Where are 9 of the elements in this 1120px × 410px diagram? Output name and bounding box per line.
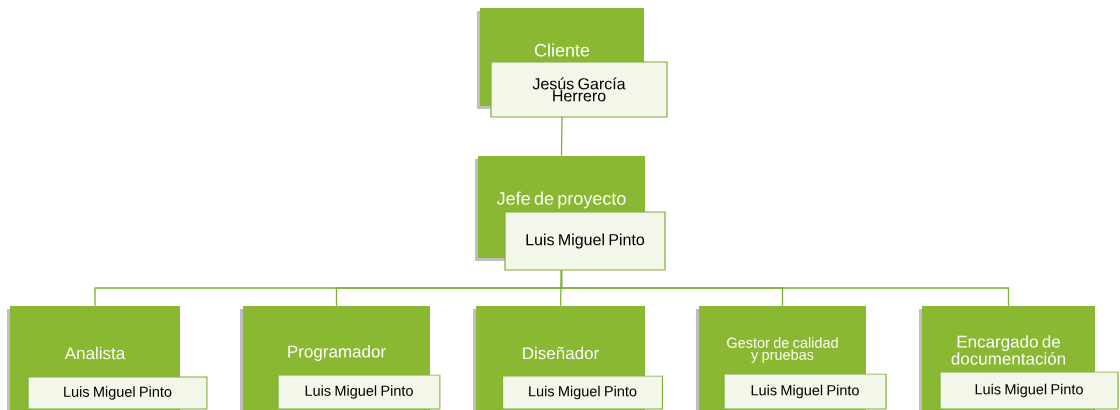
org-box: Diseñador Luis Miguel Pinto — [473, 306, 664, 410]
org-box: Programador Luis Miguel Pinto — [240, 306, 441, 410]
org-box: Gestor de calidad y pruebas Luis Miguel Pinto — [696, 306, 887, 410]
org-box: Cliente Jesús García Herrero — [477, 8, 668, 118]
org-box: Analista Luis Miguel Pinto — [7, 306, 208, 410]
connector-line — [560, 269, 1010, 307]
org-box: Jefe de proyecto Luis Miguel Pinto — [475, 156, 666, 271]
connector-line — [560, 116, 563, 157]
org-box: Encargado de documentación Luis Miguel Pinto — [919, 306, 1119, 410]
